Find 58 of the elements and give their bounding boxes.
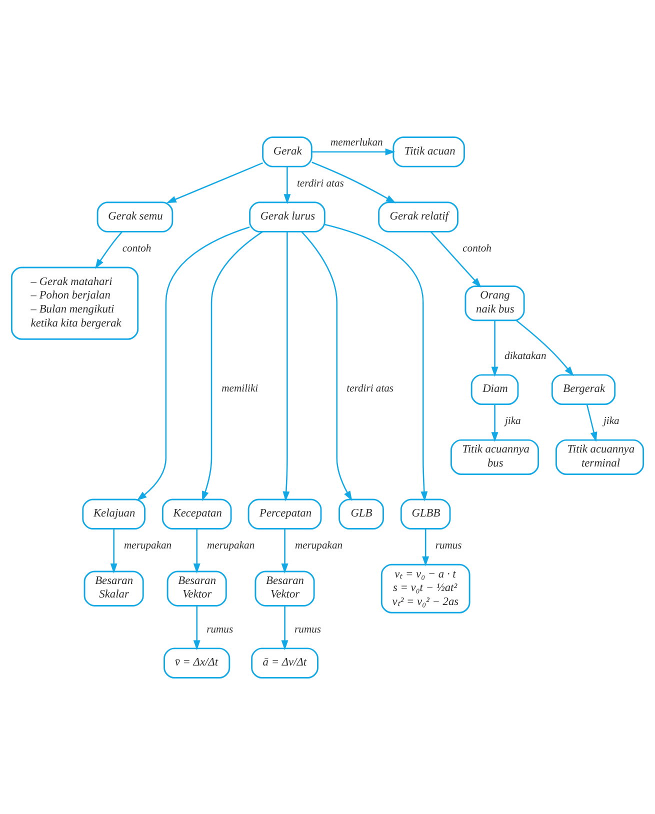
arrow: [281, 528, 288, 573]
node-box: Titik acuannya terminal: [556, 438, 644, 474]
edge-label: terdiri atas: [296, 178, 344, 189]
edge-label: rumus: [435, 540, 462, 552]
node-box: GLB: [338, 498, 384, 530]
node-box: Kelajuan: [82, 498, 146, 530]
node-box: vₜ = v₀ − a · t s = v₀t − ½at² vₜ² = v₀² − 2as: [380, 563, 470, 613]
edge-label: contoh: [462, 243, 492, 254]
node-box: Bergerak: [551, 374, 616, 404]
edge-label: memiliki: [222, 383, 258, 394]
node-box: Besaran Skalar: [84, 570, 144, 606]
edge-label: dikatakan: [504, 350, 546, 362]
node-box: Gerak lurus: [249, 201, 326, 232]
edge-label: memerlukan: [330, 137, 383, 148]
arrow: [282, 231, 290, 501]
node-box: Gerak semu: [96, 201, 174, 232]
node-box: Besaran Vektor: [166, 570, 227, 606]
edge-label: rumus: [206, 624, 234, 635]
arrow: [193, 528, 200, 573]
arrow: [301, 231, 352, 500]
arrow: [284, 166, 291, 204]
node-box: Besaran Vektor: [254, 570, 315, 606]
node-box: GLBB: [400, 498, 451, 530]
arrow: [586, 404, 598, 442]
node-box: Gerak: [262, 136, 312, 167]
node-box: Diam: [470, 374, 519, 404]
arrow: [516, 320, 574, 376]
arrow: [312, 161, 396, 203]
arrow: [430, 230, 482, 288]
arrow: [166, 162, 263, 203]
arrow: [193, 605, 200, 650]
arrow: [422, 528, 430, 566]
edge-label: merupakan: [294, 540, 343, 552]
node-box: Titik acuannya bus: [450, 438, 540, 474]
arrow: [202, 230, 263, 501]
edge-label: rumus: [294, 624, 321, 635]
arrow: [136, 226, 250, 500]
edge-label: contoh: [122, 243, 152, 254]
node-box: – Gerak matahari – Pohon berjalan – Bulan mengikuti ketika kita bergerak: [10, 266, 139, 340]
arrow: [110, 528, 118, 573]
arrow: [281, 605, 288, 650]
arrow: [491, 320, 498, 376]
node-box: Kecepatan: [162, 498, 232, 530]
arrow: [95, 230, 123, 268]
node-box: Titik acuan: [392, 136, 465, 167]
node-box: Orang naik bus: [464, 284, 525, 321]
arrow: [312, 148, 396, 155]
arrow: [324, 223, 428, 501]
edge-label: terdiri atas: [346, 383, 394, 394]
node-box: Percepatan: [248, 498, 322, 530]
edge-label: merupakan: [124, 540, 172, 552]
node-box: Gerak relatif: [378, 201, 458, 232]
node-box: ā = Δv/Δt: [251, 647, 318, 678]
node-box: v̄ = Δx/Δt: [164, 647, 230, 678]
edge-label: jika: [603, 416, 620, 427]
arrow: [491, 404, 498, 442]
edge-label: merupakan: [207, 540, 255, 552]
edge-label: jika: [504, 416, 521, 427]
